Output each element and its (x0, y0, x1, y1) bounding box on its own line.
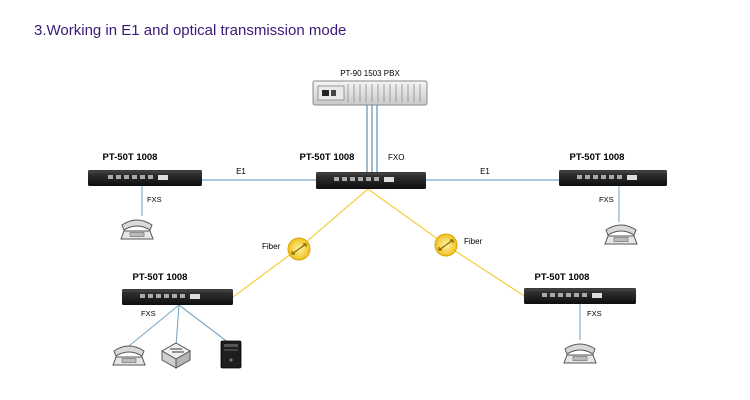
device-right-top (559, 170, 667, 186)
network-switch-icon (160, 342, 192, 369)
pbx-chassis-icon (312, 80, 428, 106)
computer-tower-icon (220, 340, 242, 369)
link-label-e1-left: E1 (236, 167, 246, 176)
telephone-icon (604, 224, 638, 245)
device-right-bottom (524, 288, 636, 304)
diagram-title: 3.Working in E1 and optical transmission… (34, 22, 347, 39)
telephone-icon (112, 345, 146, 366)
fiber-transceiver-icon (434, 233, 458, 257)
pbx-label: PT-90 1503 PBX (340, 69, 400, 78)
telephone-icon (563, 343, 597, 364)
device-left-bottom (122, 289, 233, 305)
device-label-center: PT-50T 1008 (300, 152, 355, 163)
fiber-transceiver-icon (287, 237, 311, 261)
fxs-drop-phone (128, 304, 180, 347)
port-label-fxs-left-top: FXS (147, 195, 162, 204)
link-label-fxo: FXO (388, 153, 404, 162)
link-label-e1-right: E1 (480, 167, 490, 176)
port-label-fxs-left-bottom: FXS (141, 309, 156, 318)
port-label-fxs-right-top: FXS (599, 195, 614, 204)
device-label-left-top: PT-50T 1008 (103, 152, 158, 163)
fxs-drop-computer (178, 304, 230, 344)
fxs-drop-switch (175, 304, 180, 347)
device-center (316, 172, 426, 189)
device-label-right-bottom: PT-50T 1008 (535, 272, 590, 283)
device-label-left-bottom: PT-50T 1008 (133, 272, 188, 283)
link-label-fiber-right: Fiber (464, 237, 483, 246)
port-label-fxs-right-bottom: FXS (587, 309, 602, 318)
link-label-fiber-left: Fiber (262, 242, 281, 251)
device-left-top (88, 170, 202, 186)
device-label-right-top: PT-50T 1008 (570, 152, 625, 163)
telephone-icon (120, 219, 154, 240)
